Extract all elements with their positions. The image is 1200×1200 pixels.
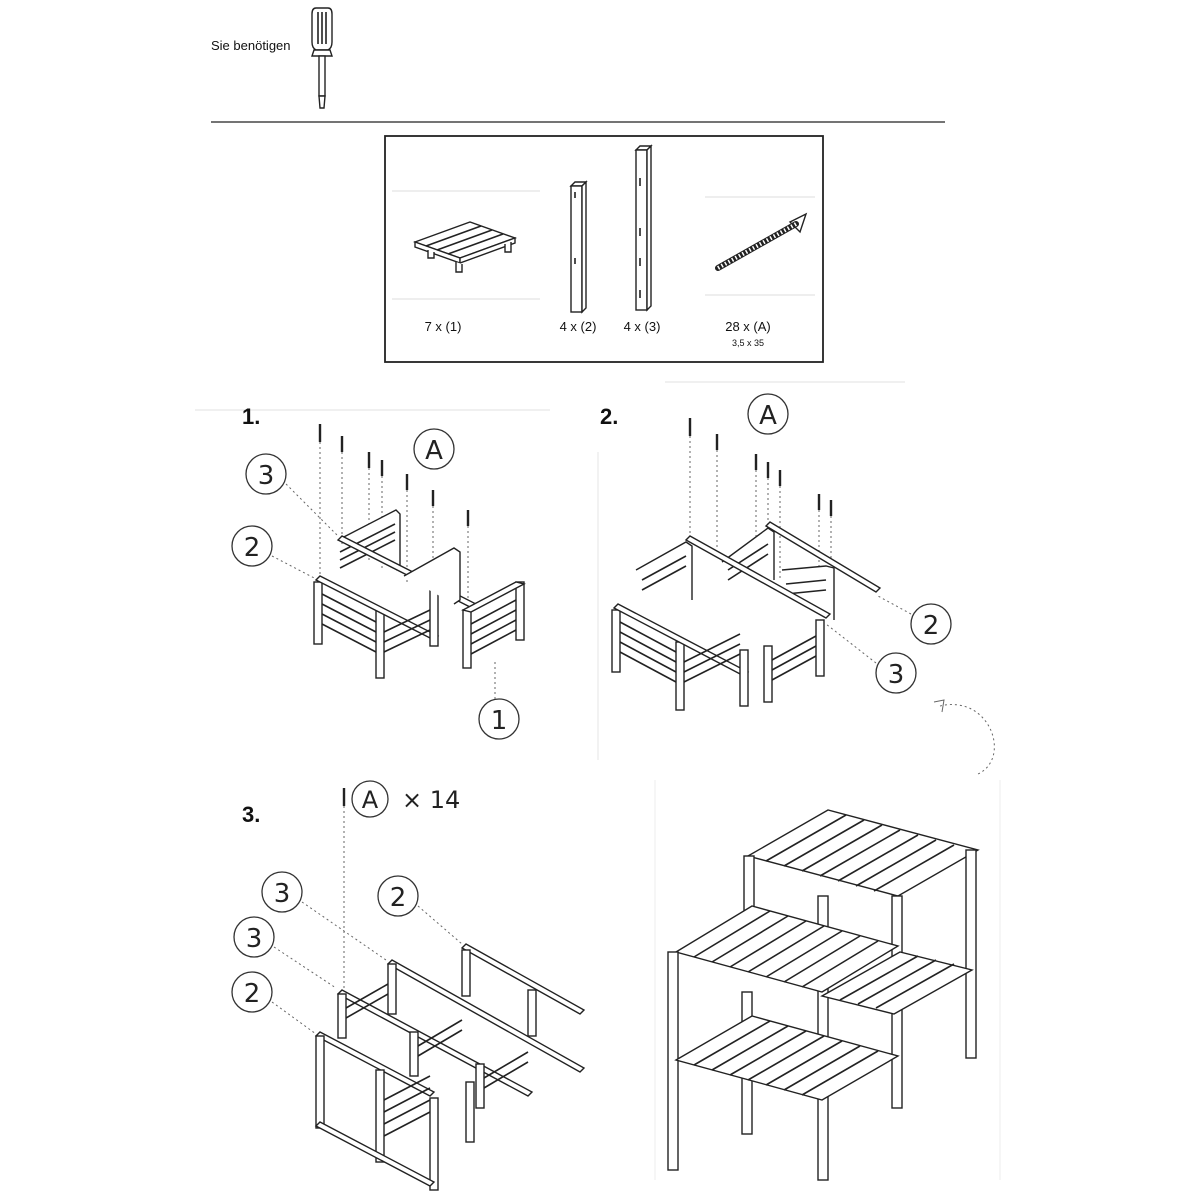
step-3: 3. A × 14 3 2 3 2 (231, 780, 586, 1191)
step-3-screw-qty: × 14 (402, 786, 460, 814)
svg-text:3: 3 (246, 924, 263, 954)
svg-text:1: 1 (491, 706, 508, 736)
shelf-panel-icon (412, 221, 518, 273)
step-3-frames (314, 943, 586, 1191)
step-2-frames (611, 521, 882, 711)
step-1: 1. A 3 2 1 (231, 404, 526, 740)
step-2-screws (688, 418, 833, 580)
step-3-callout-3-upper (261, 871, 303, 913)
svg-text:3: 3 (258, 461, 275, 491)
rotate-arrow-icon (933, 699, 995, 775)
svg-text:A: A (425, 436, 443, 466)
step-3-screw-callout (351, 780, 389, 818)
step-1-callout-3 (245, 453, 287, 495)
svg-text:3: 3 (274, 879, 291, 909)
part-3-count: 4 x (3) (624, 319, 661, 334)
short-post-icon (569, 180, 588, 314)
part-A-count: 28 x (A) (725, 319, 771, 334)
step-3-number: 3. (242, 802, 260, 827)
svg-text:2: 2 (923, 611, 940, 641)
step-1-frames (313, 509, 526, 679)
svg-text:2: 2 (244, 533, 261, 563)
part-2-count: 4 x (2) (560, 319, 597, 334)
step-2: 2. A 2 3 (600, 393, 995, 775)
step-1-screw-callout (413, 428, 455, 470)
parts-box (384, 135, 824, 363)
tools-label: Sie benötigen (211, 38, 291, 53)
step-2-callout-3 (875, 652, 917, 694)
step-3-callout-2-lower (231, 971, 273, 1013)
svg-text:3: 3 (888, 660, 905, 690)
step-3-callout-3-lower (233, 916, 275, 958)
step-2-number: 2. (600, 404, 618, 429)
screw-icon (715, 212, 808, 271)
step-2-screw-callout (747, 393, 789, 435)
svg-text:2: 2 (244, 979, 261, 1009)
finished-shelf (667, 809, 980, 1181)
part-A-size: 3,5 x 35 (732, 338, 764, 348)
part-1-count: 7 x (1) (425, 319, 462, 334)
long-post-icon (634, 144, 653, 312)
svg-text:2: 2 (390, 883, 407, 913)
step-1-number: 1. (242, 404, 260, 429)
step-2-callout-2 (910, 603, 952, 645)
step-1-callout-2 (231, 525, 273, 567)
step-1-callout-1 (478, 698, 520, 740)
step-3-callout-2-upper (377, 875, 419, 917)
screwdriver-icon (311, 7, 333, 109)
svg-text:A: A (362, 786, 379, 814)
svg-text:A: A (759, 401, 777, 431)
